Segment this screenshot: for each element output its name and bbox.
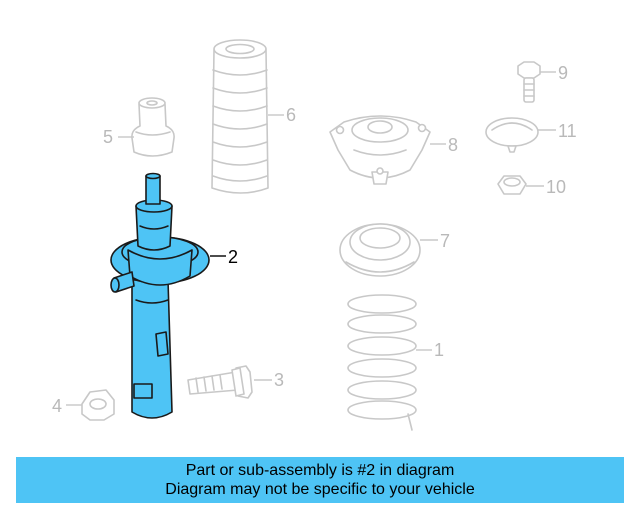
part-5-bump-stop[interactable] <box>131 97 175 157</box>
part-11-cap[interactable] <box>485 117 539 153</box>
callout-3[interactable]: 3 <box>274 370 284 390</box>
callout-4[interactable]: 4 <box>52 396 62 416</box>
banner-line-disclaimer: Diagram may not be specific to your vehi… <box>165 481 475 498</box>
parts-diagram: 1 2 3 4 5 6 7 8 9 10 11 <box>52 39 577 431</box>
part-10-nut[interactable] <box>497 175 527 195</box>
part-2-strut-assembly[interactable] <box>110 172 210 419</box>
callout-2[interactable]: 2 <box>228 247 238 267</box>
info-banner: Part or sub-assembly is #2 in diagram Di… <box>16 457 624 503</box>
part-4-nut[interactable] <box>81 389 115 421</box>
part-6-dust-boot[interactable] <box>211 39 269 194</box>
callout-9[interactable]: 9 <box>558 63 568 83</box>
part-7-spring-seat[interactable] <box>339 223 421 277</box>
part-9-bolt[interactable] <box>517 61 541 103</box>
callout-6[interactable]: 6 <box>286 105 296 125</box>
callout-1[interactable]: 1 <box>434 340 444 360</box>
callout-7[interactable]: 7 <box>440 231 450 251</box>
callout-8[interactable]: 8 <box>448 135 458 155</box>
part-8-strut-mount[interactable] <box>329 115 431 185</box>
callout-10[interactable]: 10 <box>546 177 566 197</box>
part-3-bolt[interactable] <box>187 365 253 399</box>
part-1-coil-spring[interactable] <box>347 294 417 431</box>
banner-line-part: Part or sub-assembly is #2 in diagram <box>185 462 455 479</box>
callout-5[interactable]: 5 <box>103 127 113 147</box>
callout-11[interactable]: 11 <box>558 121 577 141</box>
